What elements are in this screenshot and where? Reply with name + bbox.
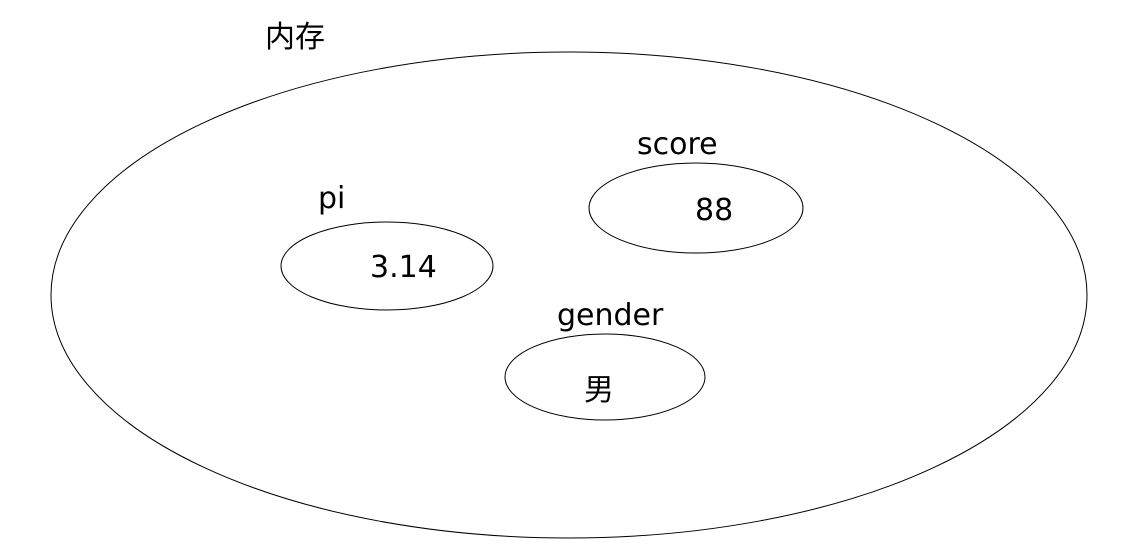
variable-name-score: score (637, 127, 718, 162)
variable-group-gender: gender 男 (505, 298, 705, 420)
memory-label: 内存 (265, 20, 325, 55)
variable-ellipse-gender[interactable] (505, 334, 705, 420)
variable-group-score: score 88 (589, 127, 803, 253)
variable-value-score: 88 (695, 193, 733, 228)
variable-value-pi: 3.14 (370, 250, 437, 285)
memory-ellipse[interactable] (51, 52, 1087, 538)
variable-ellipse-pi[interactable] (281, 222, 493, 310)
variable-ellipse-score[interactable] (589, 163, 803, 253)
variable-value-gender: 男 (584, 373, 614, 408)
variable-name-gender: gender (557, 298, 664, 333)
variable-group-pi: pi 3.14 (281, 181, 493, 310)
variable-name-pi: pi (318, 181, 345, 216)
